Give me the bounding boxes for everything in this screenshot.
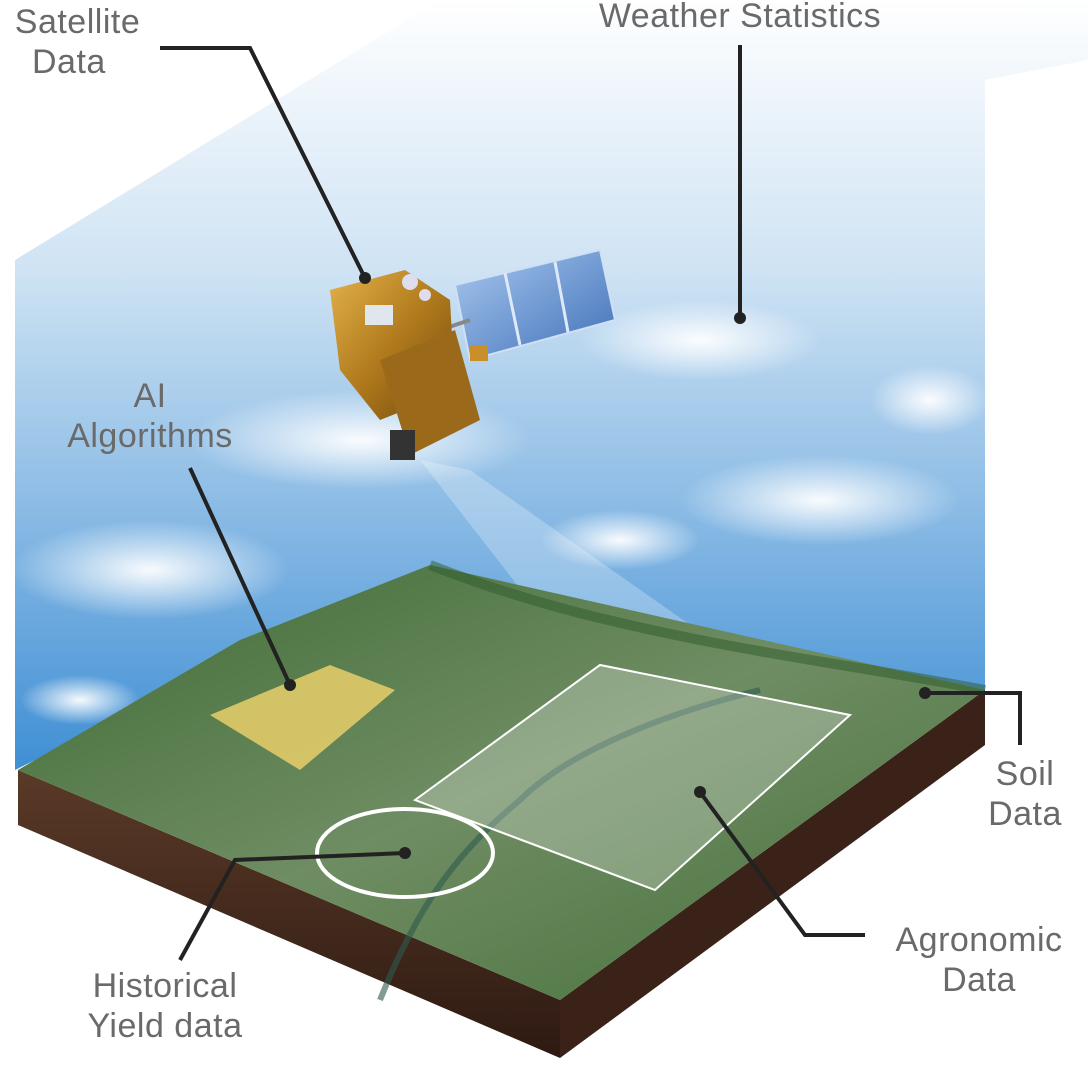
- leader-dots: [284, 272, 931, 859]
- agronomic-area-outline: [412, 663, 853, 892]
- label-historical-yield-data: Historical Yield data: [55, 966, 275, 1046]
- label-line: Algorithms: [67, 417, 233, 455]
- soil-side-face: [560, 690, 985, 1058]
- historical-yield-ellipse: [315, 807, 495, 899]
- leader-agronomic: [698, 790, 865, 937]
- ai-field-highlight: [210, 665, 395, 770]
- label-line: Data: [942, 961, 1016, 999]
- label-satellite-data: Satellite Data: [0, 2, 155, 82]
- label-line: Agronomic: [895, 921, 1063, 959]
- sky-backdrop: [10, 0, 1088, 770]
- label-line: Weather Statistics: [598, 0, 882, 35]
- label-line: Satellite: [14, 3, 141, 41]
- label-line: Yield data: [87, 1007, 243, 1045]
- label-ai-algorithms: AI Algorithms: [40, 376, 260, 456]
- label-line: Data: [988, 795, 1062, 833]
- leader-historical: [178, 851, 406, 961]
- label-line: Data: [32, 43, 106, 81]
- leader-soil: [925, 691, 1022, 745]
- label-agronomic-data: Agronomic Data: [870, 920, 1088, 1000]
- leader-lines: [160, 45, 1022, 961]
- soil-front-face: [18, 770, 560, 1058]
- leader-satellite: [160, 46, 367, 279]
- sensor-beam: [420, 460, 740, 660]
- label-line: Soil: [995, 755, 1055, 793]
- label-line: AI: [133, 377, 167, 415]
- label-soil-data: Soil Data: [970, 754, 1080, 834]
- leader-ai: [188, 467, 292, 686]
- terrain-surface: [18, 565, 985, 1000]
- satellite-icon: [330, 248, 617, 460]
- terrain-block: [18, 560, 986, 1058]
- label-weather-statistics: Weather Statistics: [560, 0, 920, 36]
- label-line: Historical: [92, 967, 238, 1005]
